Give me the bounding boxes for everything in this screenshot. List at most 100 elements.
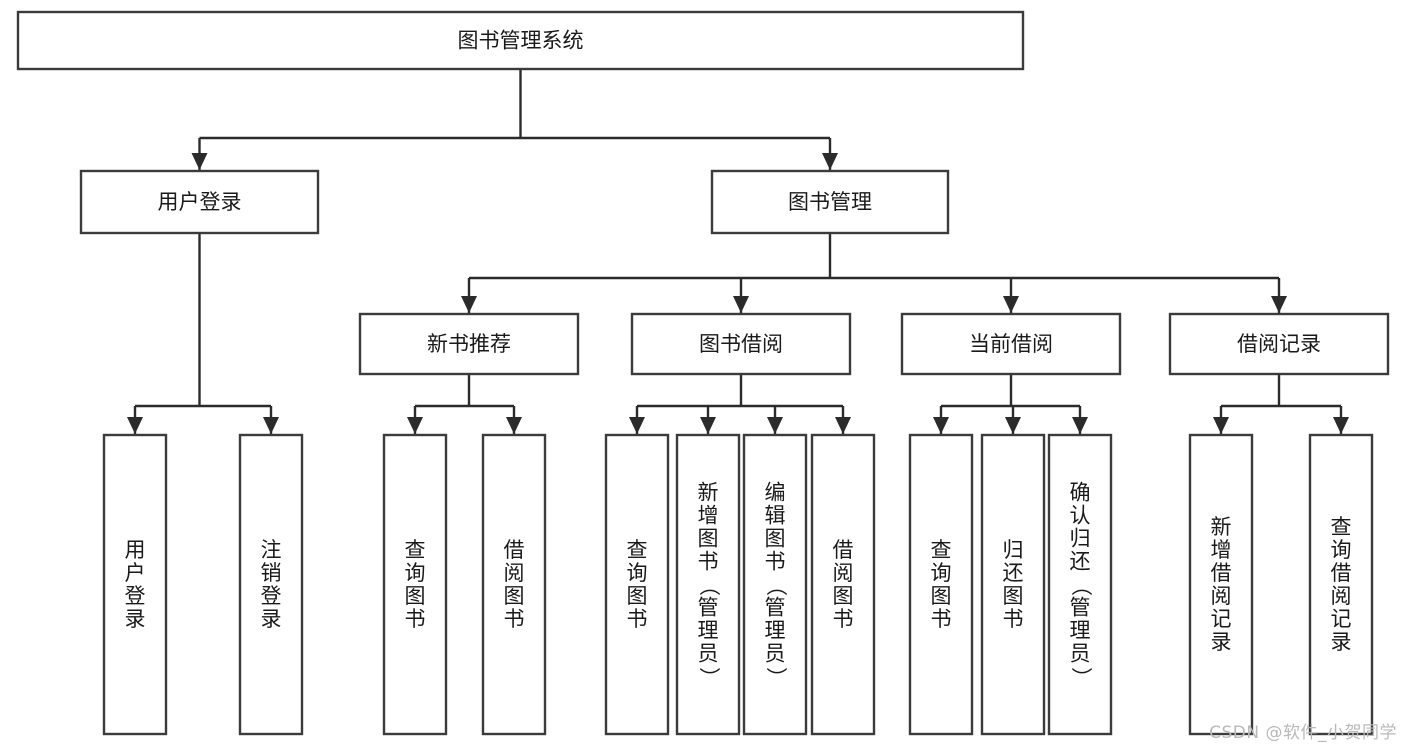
- arrow-head: [700, 417, 716, 434]
- node-leaf-10-label-char: 还: [1070, 550, 1091, 574]
- node-leaf-8-rect: [908, 433, 974, 736]
- arrow-head: [191, 153, 208, 170]
- node-leaf-5-label-char: 员: [698, 642, 719, 666]
- node-leaf-11-label-char: 记: [1211, 607, 1232, 631]
- node-leaf-12-label-char: 记: [1331, 607, 1352, 631]
- arrow-head: [629, 417, 645, 434]
- node-leaf-1-label-char: 录: [261, 607, 282, 631]
- node-leaf-7-label-char: 图: [833, 584, 854, 608]
- node-leaf-3-label-char: 阅: [504, 561, 525, 585]
- arrow-head: [1271, 296, 1287, 313]
- node-leaf-0-label-char: 录: [125, 607, 146, 631]
- arrow-head: [822, 153, 838, 170]
- node-leaf-5-label-char: 图: [698, 527, 719, 551]
- node-leaf-6-label-char: （: [764, 575, 788, 596]
- node-leaf-5-label-char: 增: [698, 504, 719, 528]
- node-l3-2-rect: [900, 312, 1122, 376]
- node-leaf-3-rect: [481, 433, 547, 736]
- node-leaf-10-label-char: 确: [1070, 481, 1091, 505]
- node-leaf-9-label-char: 归: [1003, 538, 1024, 562]
- node-leaf-8-label-char: 询: [931, 561, 952, 585]
- node-leaf-6-label-char: 书: [765, 550, 786, 574]
- node-leaf-1-label-char: 注: [261, 538, 282, 562]
- node-leaf-11-label-char: 增: [1211, 538, 1232, 562]
- node-leaf-5-label-char: 管: [698, 596, 719, 620]
- node-leaf-11-label-char: 新: [1211, 515, 1232, 539]
- node-l2-0-rect: [79, 169, 320, 235]
- node-leaf-10-label-char: 认: [1070, 504, 1091, 528]
- arrow-head: [1213, 417, 1229, 434]
- arrow-head: [933, 417, 949, 434]
- node-leaf-6-label-char: 员: [765, 642, 786, 666]
- node-l2-1: 图书管理: [710, 169, 950, 235]
- node-leaf-10-label-char: 员: [1070, 642, 1091, 666]
- arrow-head: [506, 417, 522, 434]
- arrow-head: [1333, 417, 1349, 434]
- node-leaf-12-label-char: 借: [1331, 561, 1352, 585]
- node-root-图书管理系统: 图书管理系统: [16, 10, 1025, 71]
- node-leaf-9-rect: [980, 433, 1046, 736]
- node-layer: 图书管理系统用户登录图书管理新书推荐图书借阅当前借阅借阅记录用户登录注销登录查询…: [16, 10, 1390, 736]
- node-leaf-12-rect: [1308, 433, 1374, 736]
- node-leaf-5-label-char: 新: [698, 481, 719, 505]
- node-leaf-6-rect: [742, 433, 808, 736]
- node-leaf-12-label-char: 录: [1331, 630, 1352, 654]
- node-l3-1-rect: [630, 312, 852, 376]
- node-leaf-4-rect: [604, 433, 670, 736]
- node-l3-3: 借阅记录: [1168, 312, 1390, 376]
- node-leaf-2-rect: [382, 433, 448, 736]
- node-leaf-10-label-char: 归: [1070, 527, 1091, 551]
- node-leaf-10-label-char: 管: [1070, 596, 1091, 620]
- arrow-head: [461, 296, 477, 313]
- node-leaf-7-rect: [810, 433, 876, 736]
- arrow-head: [835, 417, 851, 434]
- node-leaf-2-label-char: 询: [405, 561, 426, 585]
- node-leaf-0-label-char: 登: [125, 584, 146, 608]
- node-leaf-5-rect: [675, 433, 741, 736]
- node-leaf-8-label-char: 书: [931, 607, 952, 631]
- node-leaf-1-rect: [238, 433, 304, 736]
- node-root-图书管理系统-rect: [16, 10, 1025, 71]
- node-leaf-10-label-char: 理: [1070, 619, 1091, 643]
- arrow-head: [767, 417, 783, 434]
- node-leaf-4-label-char: 询: [627, 561, 648, 585]
- arrow-head: [733, 296, 749, 313]
- arrow-head: [127, 417, 143, 434]
- connector-layer: [127, 69, 1349, 434]
- node-l3-0: 新书推荐: [358, 312, 580, 376]
- node-leaf-10-label-char: ）: [1069, 667, 1093, 688]
- node-leaf-7-label-char: 借: [833, 538, 854, 562]
- node-leaf-1-label-char: 登: [261, 584, 282, 608]
- node-leaf-5-label-char: 书: [698, 550, 719, 574]
- node-leaf-0-label-char: 用: [125, 538, 146, 562]
- node-leaf-2-label-char: 图: [405, 584, 426, 608]
- node-leaf-10-rect: [1047, 433, 1113, 736]
- node-leaf-8-label-char: 查: [931, 538, 952, 562]
- node-leaf-7-label-char: 书: [833, 607, 854, 631]
- node-l3-3-rect: [1168, 312, 1390, 376]
- node-leaf-3-label-char: 图: [504, 584, 525, 608]
- node-leaf-6-label-char: 图: [765, 527, 786, 551]
- arrow-head: [407, 417, 423, 434]
- node-leaf-2-label-char: 书: [405, 607, 426, 631]
- node-l2-0: 用户登录: [79, 169, 320, 235]
- node-leaf-5-label-char: 理: [698, 619, 719, 643]
- arrow-head: [263, 417, 279, 434]
- node-l3-2: 当前借阅: [900, 312, 1122, 376]
- node-l2-0-label: 用户登录: [158, 190, 242, 214]
- node-leaf-6-label-char: 管: [765, 596, 786, 620]
- node-root-图书管理系统-label: 图书管理系统: [458, 29, 584, 53]
- arrow-head: [1005, 417, 1021, 434]
